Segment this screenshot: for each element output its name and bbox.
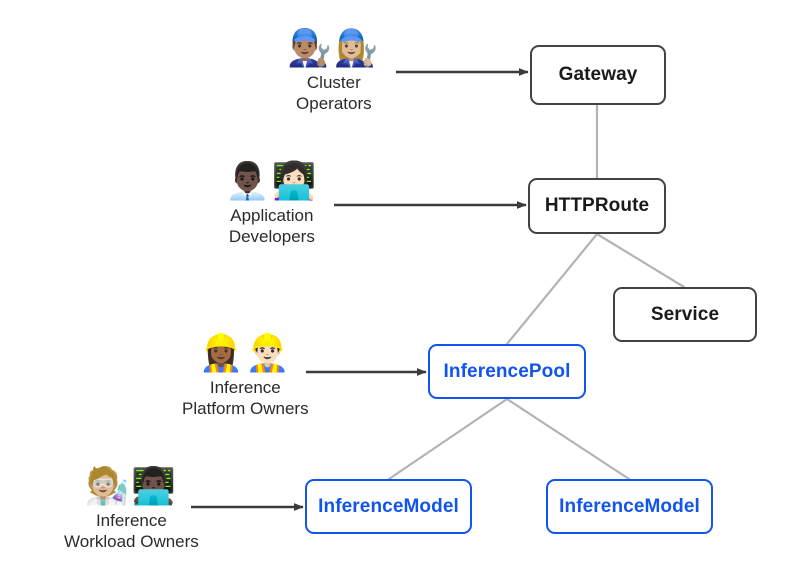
persona-inference-workload-owners: 🧑🏼‍🔬👨🏿‍💻Inference Workload Owners	[64, 466, 199, 552]
node-label: InferencePool	[443, 360, 571, 382]
persona-inference-platform-owners: 👷🏾‍♀️👷🏻‍♂️Inference Platform Owners	[182, 333, 309, 419]
persona-cluster-operators: 👨🏽‍🔧👩🏼‍🔧Cluster Operators	[287, 28, 381, 114]
persona-label: Inference Workload Owners	[64, 511, 199, 551]
node-inferencepool[interactable]: InferencePool	[428, 344, 586, 399]
man-office-worker-icon-woman-technologist-icon: 👨🏿‍💼👩🏻‍💻	[225, 161, 319, 202]
edge-inferencepool-to-model-left	[387, 397, 509, 481]
persona-application-developers: 👨🏿‍💼👩🏻‍💻Application Developers	[225, 161, 319, 247]
persona-label: Cluster Operators	[296, 73, 372, 113]
node-service[interactable]: Service	[613, 287, 757, 342]
persona-label: Application Developers	[228, 206, 315, 246]
node-gateway[interactable]: Gateway	[530, 45, 666, 105]
woman-construction-worker-icon-man-construction-worker-icon: 👷🏾‍♀️👷🏻‍♂️	[198, 333, 293, 374]
node-inferencemodel-right[interactable]: InferenceModel	[546, 479, 713, 534]
node-label: Gateway	[558, 64, 638, 85]
persona-label: Inference Platform Owners	[182, 378, 309, 418]
node-label: HTTPRoute	[544, 195, 650, 216]
edge-inferencepool-to-model-right	[505, 397, 631, 481]
node-label: Service	[650, 303, 720, 325]
node-label: InferenceModel	[559, 495, 700, 517]
edge-httproute-to-service	[595, 232, 686, 289]
scientist-icon-man-technologist-icon: 🧑🏼‍🔬👨🏿‍💻	[84, 466, 179, 507]
edge-httproute-to-inferencepool	[505, 232, 599, 346]
node-label: InferenceModel	[318, 495, 459, 517]
node-httproute[interactable]: HTTPRoute	[528, 178, 666, 234]
man-mechanic-icon-woman-mechanic-icon: 👨🏽‍🔧👩🏼‍🔧	[287, 28, 381, 69]
node-inferencemodel-left[interactable]: InferenceModel	[305, 479, 472, 534]
persona-arrows	[191, 68, 529, 511]
